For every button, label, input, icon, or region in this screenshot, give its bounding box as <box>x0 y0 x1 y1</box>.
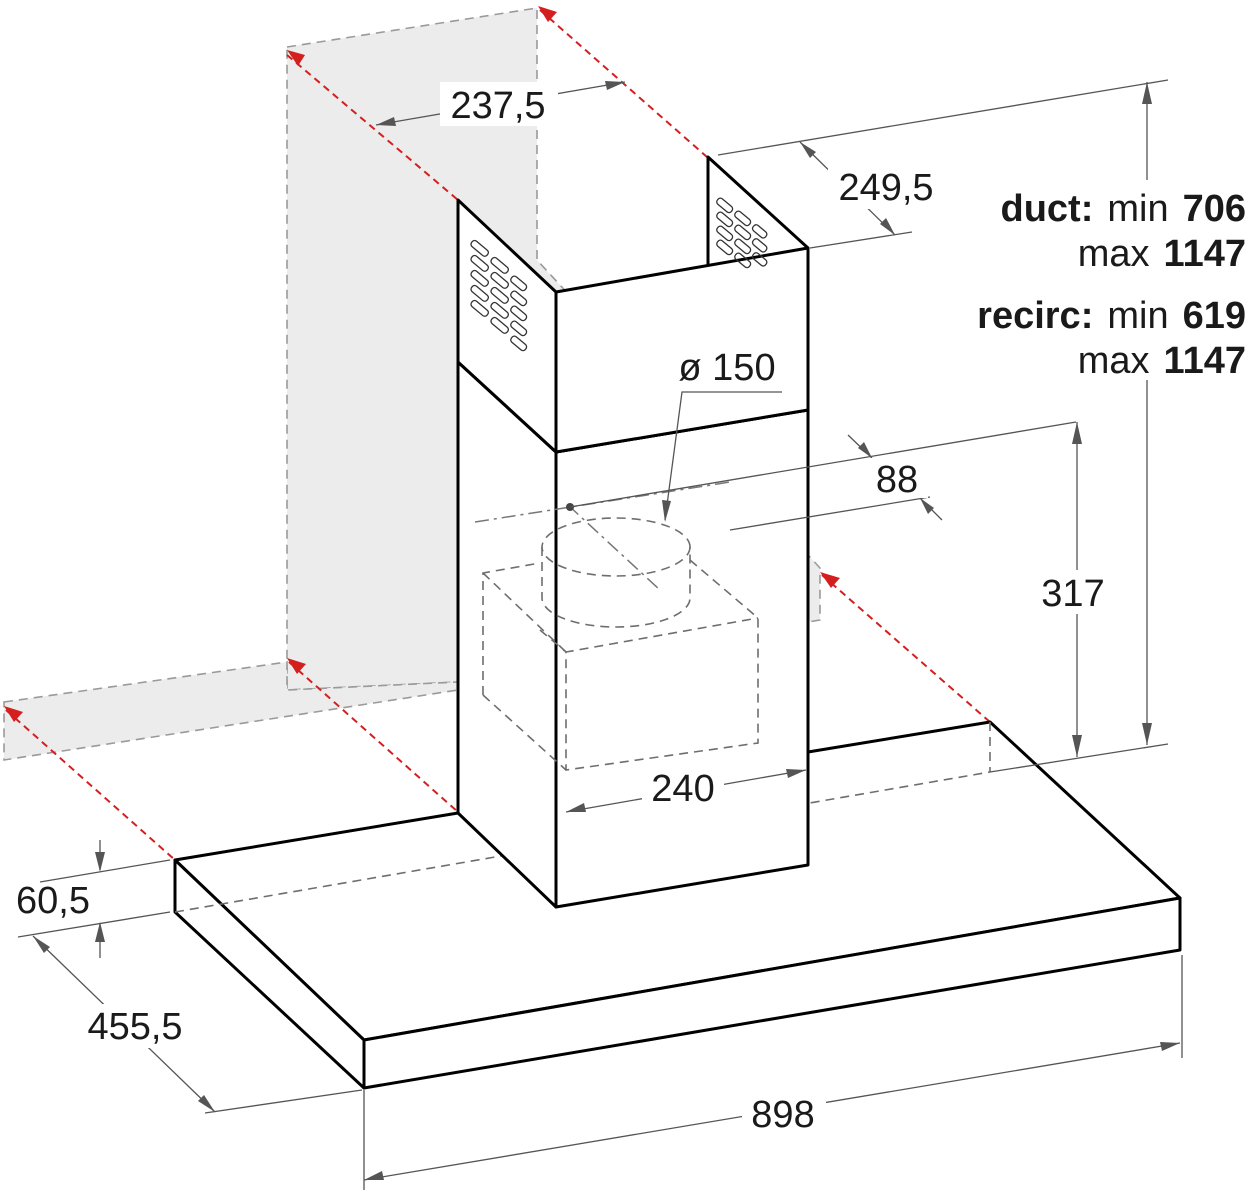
dim-arrow-hood-depth-bottom <box>198 1095 215 1112</box>
hidden-motor-box <box>482 559 759 771</box>
duct-label: duct: <box>1000 188 1093 230</box>
label-duct-diameter: ø 150 <box>678 347 775 389</box>
lower-chimney-front-face <box>554 408 810 909</box>
dim-ext-top-depth-lower <box>809 231 913 249</box>
dim-arrow-total-height-bottom <box>1142 723 1152 745</box>
duct-max-value: 1147 <box>1164 233 1246 275</box>
dim-ext-hood-depth-bottom <box>204 1089 363 1114</box>
motor-box-top-left <box>482 572 567 653</box>
wall-ref-arrow-top-left <box>287 50 305 66</box>
wall-ref-line-bottom-left <box>5 709 176 861</box>
lower-chimney-side-face <box>456 360 558 909</box>
recirc-label: recirc: <box>977 295 1093 337</box>
duct-min-word: min <box>1107 188 1168 230</box>
vent-slots-left <box>470 239 528 352</box>
recirc-max-word: max <box>1078 340 1150 382</box>
recirc-max-line: max 1147 <box>1078 340 1246 382</box>
label-hood-depth: 455,5 <box>87 1006 182 1048</box>
dim-arrow-hood-width-right <box>1160 1042 1180 1051</box>
dim-ext-hood-thickness-bottom <box>17 911 171 938</box>
dim-ext-total-height-bottom <box>989 743 1169 773</box>
wall-ref-arrow-mid-left <box>287 658 306 674</box>
dim-arrow-hood-depth-top <box>33 936 50 953</box>
wall-ref-line-mid-left <box>288 661 459 813</box>
dim-arrow-top-width-left <box>376 117 396 126</box>
wall-ref-arrow-top-right <box>538 6 557 22</box>
dimension-labels: 237,5 249,5 ø 150 88 317 240 60,5 455,5 … <box>16 82 1114 1136</box>
vent-slots-right <box>716 197 768 269</box>
dim-ext-duct-offset-upper <box>569 421 1077 508</box>
label-hood-width: 898 <box>751 1094 814 1136</box>
label-top-width: 237,5 <box>450 85 545 127</box>
dim-arrow-hood-thickness-bottom <box>95 922 105 942</box>
label-duct-offset: 88 <box>876 459 918 501</box>
dim-arrow-duct-offset-bottom <box>920 498 934 514</box>
dim-arrow-hood-width-left <box>364 1171 384 1180</box>
recirc-min-word: min <box>1107 295 1168 337</box>
dim-ext-hood-thickness-top <box>39 859 171 883</box>
wall-ref-line-top-left <box>286 54 459 201</box>
wall-ref-arrow-mid-right <box>820 572 840 588</box>
dim-leader-duct-diameter <box>664 391 782 521</box>
label-top-depth: 249,5 <box>838 167 933 209</box>
wall-ref-arrow-bottom-left <box>4 706 23 722</box>
label-chimney-width: 240 <box>651 768 714 810</box>
dim-ext-duct-offset-lower <box>729 496 931 531</box>
wall-ref-line-top-right <box>539 9 708 158</box>
dim-arrow-duct-diameter <box>662 500 671 522</box>
wall-ref-line-mid-right <box>821 574 991 723</box>
dim-arrow-duct-height-top <box>1072 422 1082 444</box>
motor-box-bottom-left <box>482 694 567 771</box>
recirc-min-line: recirc: min 619 <box>977 295 1246 337</box>
height-spec-block: duct: min 706 max 1147 recirc: min 619 m… <box>968 180 1250 382</box>
label-duct-height: 317 <box>1041 573 1104 615</box>
duct-outlet-body <box>541 547 691 628</box>
duct-min-line: duct: min 706 <box>1000 188 1246 230</box>
dim-ext-top-depth-upper <box>717 79 1169 156</box>
dim-arrow-hood-thickness-top <box>95 852 105 872</box>
dim-arrow-top-depth-bottom <box>880 218 895 235</box>
dim-arrow-top-width-right <box>605 81 625 90</box>
motor-box-top-front <box>539 629 567 653</box>
duct-min-value: 706 <box>1183 188 1246 230</box>
motor-box-top-right <box>565 559 759 771</box>
duct-max-line: max 1147 <box>1078 233 1246 275</box>
dim-arrow-chimney-width-left <box>566 803 586 812</box>
duct-max-word: max <box>1078 233 1150 275</box>
dim-arrow-top-depth-top <box>800 142 816 158</box>
dim-arrow-total-height-top <box>1142 82 1152 104</box>
recirc-max-value: 1147 <box>1164 340 1246 382</box>
canopy-front-face <box>362 896 1182 1090</box>
wall-reference-lines <box>4 6 991 861</box>
dim-arrow-duct-height-bottom <box>1072 735 1082 757</box>
dim-arrow-duct-offset-top <box>858 442 872 458</box>
recirc-min-value: 619 <box>1183 295 1246 337</box>
label-hood-thickness: 60,5 <box>16 880 90 922</box>
dim-arrow-chimney-width-right <box>786 769 806 778</box>
duct-axis-line <box>567 504 661 591</box>
